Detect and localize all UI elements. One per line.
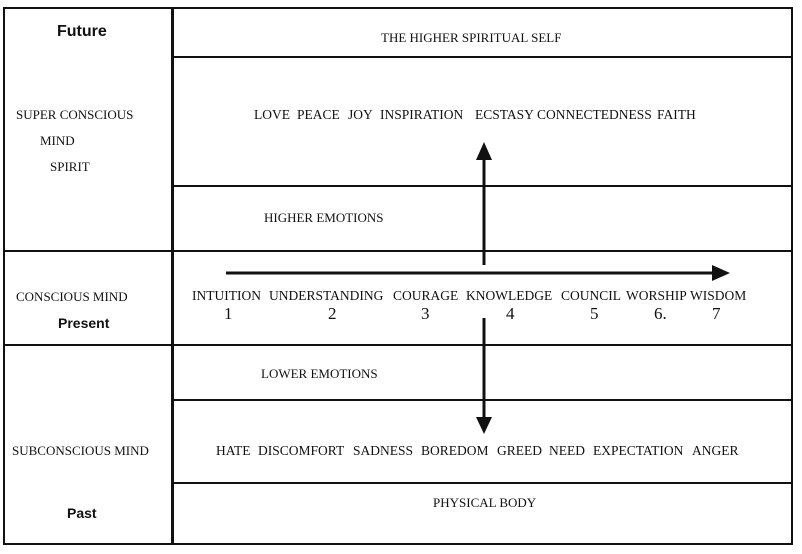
higher-spiritual-self: THE HIGHER SPIRITUAL SELF: [381, 30, 562, 45]
higher-state-item: LOVE: [254, 107, 290, 122]
step-number: 1: [224, 304, 233, 323]
higher-state-item: PEACE: [297, 107, 340, 122]
up-arrow-head: [476, 142, 492, 160]
step-number: 7: [712, 304, 721, 323]
conscious-step: INTUITION: [192, 288, 261, 303]
lower-state-item: HATE: [216, 443, 251, 458]
conscious-step: COURAGE: [393, 288, 459, 303]
step-number: 4: [506, 304, 515, 323]
lower-state-item: DISCOMFORT: [258, 443, 345, 458]
lower-state-item: GREED: [497, 443, 542, 458]
divider-conscious-subconscious: [3, 344, 793, 346]
outer-border-top: [3, 7, 791, 9]
lower-state-item: BOREDOM: [421, 443, 489, 458]
outer-border-right: [791, 7, 793, 544]
outer-border-left: [3, 7, 5, 544]
conscious-step: KNOWLEDGE: [466, 288, 553, 303]
column-divider: [171, 7, 174, 544]
label-super-conscious: SUPER CONSCIOUS: [16, 107, 134, 122]
label-spirit: SPIRIT: [50, 159, 90, 174]
lower-state-item: SADNESS: [353, 443, 414, 458]
down-arrow-head: [476, 417, 492, 434]
outer-border-bottom: [3, 543, 793, 545]
step-number: 5: [590, 304, 599, 323]
higher-emotions-label: HIGHER EMOTIONS: [264, 210, 384, 225]
conscious-step: UNDERSTANDING: [269, 288, 384, 303]
physical-body-label: PHYSICAL BODY: [433, 495, 537, 510]
higher-state-item: JOY: [348, 107, 373, 122]
higher-state-item: INSPIRATION: [380, 107, 464, 122]
higher-state-item: ECSTASY: [475, 107, 534, 122]
label-future: Future: [57, 23, 107, 40]
lower-state-item: EXPECTATION: [593, 443, 684, 458]
label-past: Past: [67, 505, 97, 521]
divider-superconscious-conscious: [3, 250, 793, 252]
step-number: 2: [328, 304, 337, 323]
step-number: 6.: [654, 304, 667, 323]
conscious-step: WISDOM: [690, 288, 747, 303]
higher-state-item: FAITH: [657, 107, 696, 122]
conscious-step: WORSHIP: [626, 288, 687, 303]
label-conscious-mind: CONSCIOUS MIND: [16, 289, 128, 304]
lower-emotions-label: LOWER EMOTIONS: [261, 366, 378, 381]
lower-state-item: NEED: [549, 443, 585, 458]
right-arrow-head: [712, 265, 730, 281]
conscious-step: COUNCIL: [561, 288, 621, 303]
label-subconscious-mind: SUBCONSCIOUS MIND: [12, 443, 149, 458]
divider-higher-self: [173, 56, 793, 58]
lower-state-item: ANGER: [692, 443, 739, 458]
higher-state-item: CONNECTEDNESS: [537, 107, 652, 122]
step-number: 3: [421, 304, 430, 323]
label-mind: MIND: [40, 133, 75, 148]
divider-physical-body: [173, 482, 793, 484]
label-present: Present: [58, 315, 110, 331]
